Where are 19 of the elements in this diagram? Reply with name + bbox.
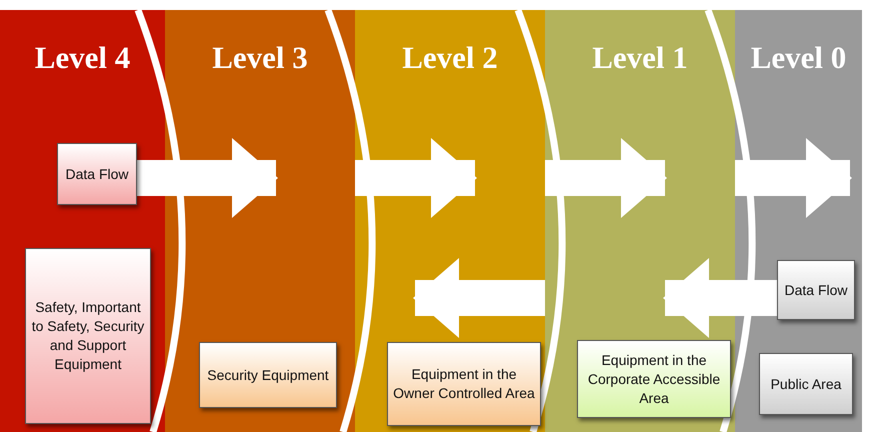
zone-box: Equipment in the Owner Controlled Area <box>387 342 541 426</box>
level-band <box>0 10 165 432</box>
band-heading: Level 3 <box>211 40 309 76</box>
zone-box: Safety, Important to Safety, Security and Support Equipment <box>25 248 151 424</box>
block-arrow <box>413 258 545 338</box>
band-heading: Level 2 <box>401 40 499 76</box>
band-heading: Level 4 <box>34 40 132 76</box>
zone-box: Data Flow <box>57 143 137 205</box>
band-heading: Level 1 <box>591 40 689 76</box>
block-arrow <box>355 138 477 218</box>
block-arrow <box>735 138 852 218</box>
zone-box: Security Equipment <box>199 342 337 408</box>
zone-box: Data Flow <box>777 260 855 320</box>
block-arrow <box>137 138 278 218</box>
zone-box: Public Area <box>759 353 853 415</box>
level-band <box>165 10 355 432</box>
band-heading: Level 0 <box>750 40 848 76</box>
zone-box: Equipment in the Corporate Accessible Area <box>577 340 731 418</box>
block-arrow <box>545 138 667 218</box>
